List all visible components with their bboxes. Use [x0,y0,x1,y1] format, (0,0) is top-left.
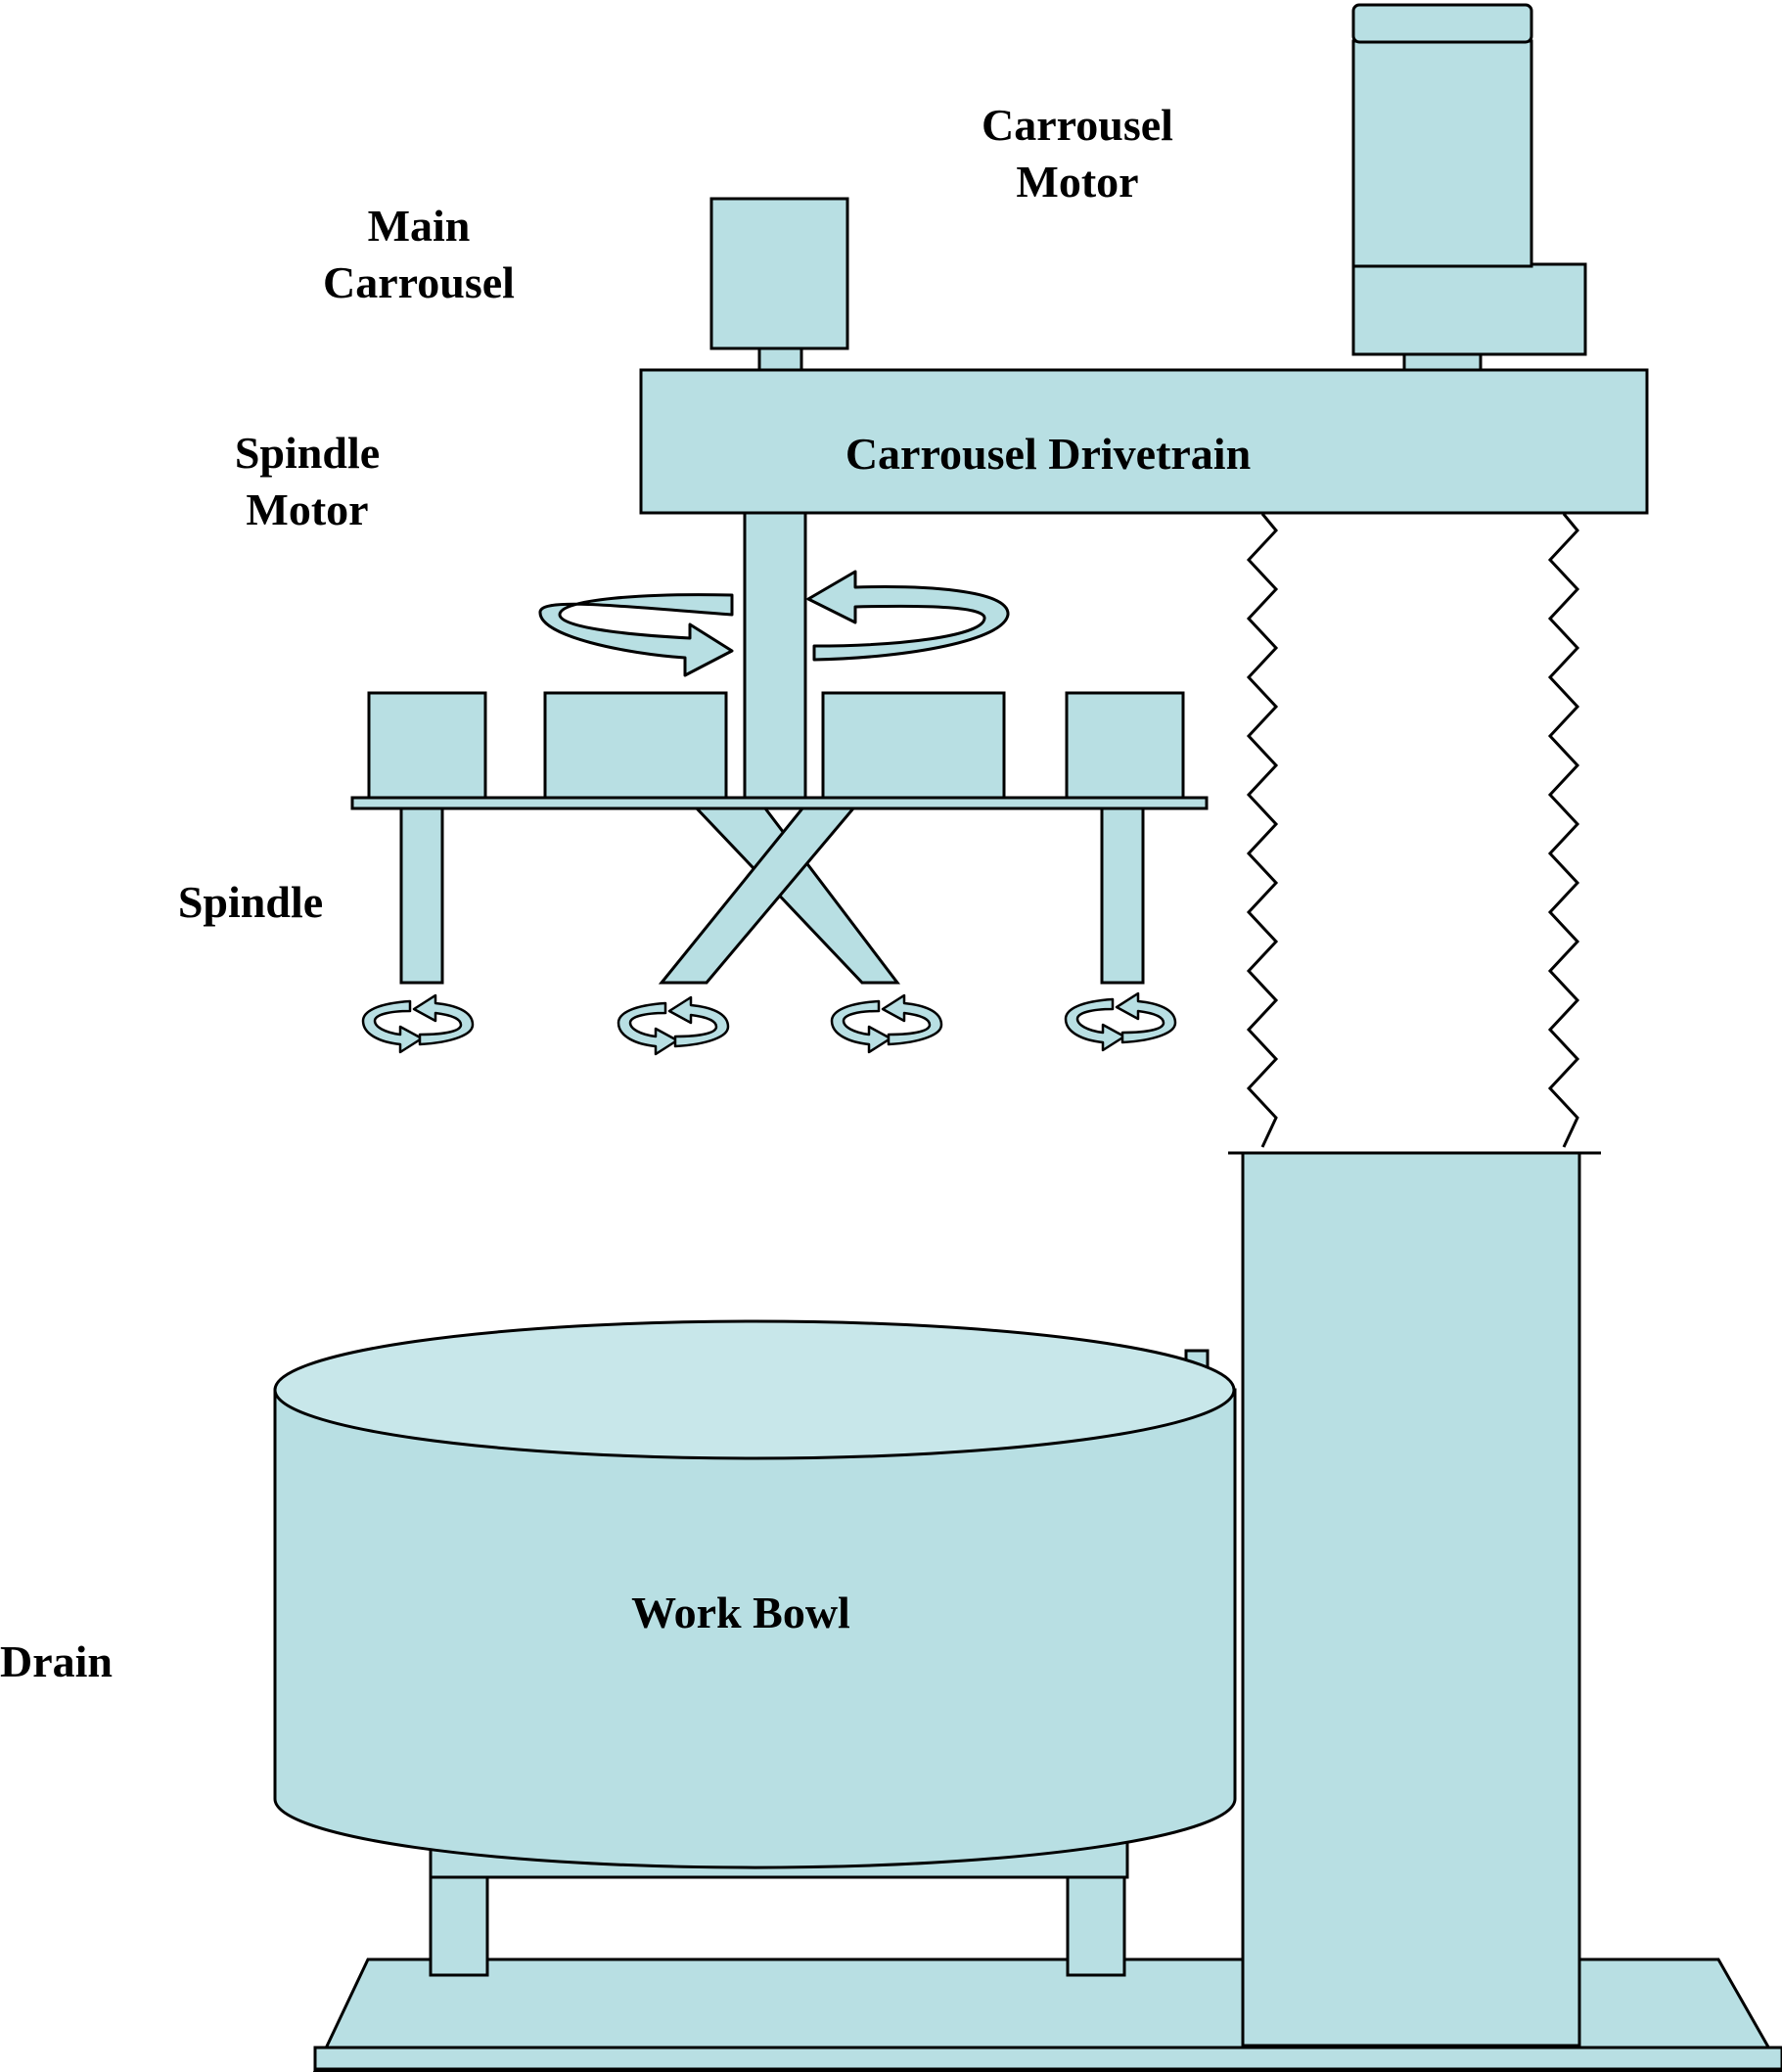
spindle-motor-label-line1: Spindle [235,428,380,478]
carrousel-drivetrain-label: Carrousel Drivetrain [845,429,1251,479]
labels: Carrousel Motor Main Carrousel Spindle M… [0,100,1173,1686]
carrousel-motor-label-line1: Carrousel [982,100,1173,150]
carrousel-plate [350,796,1209,810]
carrousel-motor [1351,3,1587,372]
spindle-rotation-icon [617,995,730,1056]
spindle-label: Spindle [178,877,323,927]
spindle-rotation-icon [361,993,475,1054]
carrousel-drivetrain: Carrousel Drivetrain [639,368,1649,515]
bellows [1246,513,1580,1148]
work-bowl: Work Bowl [273,1319,1237,1869]
work-bowl-label: Work Bowl [631,1588,850,1637]
carrousel-rotation-icon [538,570,1010,677]
spindles [399,806,1145,985]
drain-label: Drain [0,1636,113,1686]
main-carrousel-label-line2: Carrousel [323,257,515,307]
column [1228,1151,1601,2048]
spindle-motors [367,691,1185,801]
spindle-rotation-icon [1064,991,1177,1052]
spindle-rotation-icons [361,991,1177,1056]
main-carrousel-label-line1: Main [368,201,471,251]
carrousel-motor-label-line2: Motor [1016,157,1138,207]
spindle-motor-label-line2: Motor [246,484,368,534]
central-shaft [743,511,807,802]
main-carrousel-motor [709,197,849,374]
spindle-rotation-icon [830,993,943,1054]
